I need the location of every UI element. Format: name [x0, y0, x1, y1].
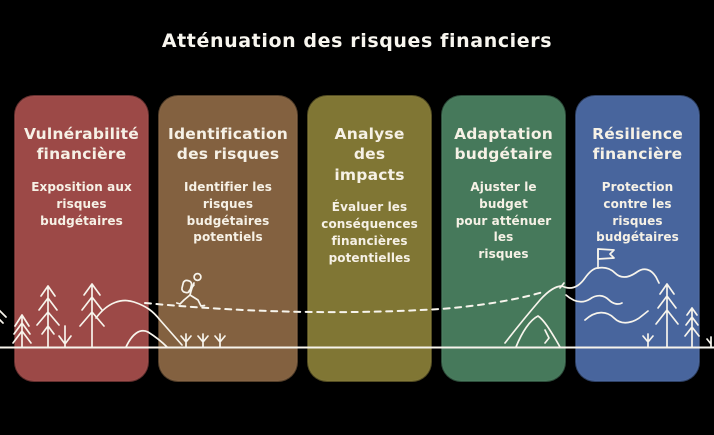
- stage-cards-row: Vulnérabilité financière Exposition aux …: [14, 95, 700, 382]
- card-description: Protection contre les risques budgétaire…: [596, 179, 679, 245]
- card-identification-des-risques: Identification des risques Identifier le…: [158, 95, 299, 382]
- card-title: Identification des risques: [168, 125, 289, 164]
- card-title: Analyse des impacts: [334, 125, 405, 184]
- card-analyse-des-impacts: Analyse des impacts Évaluer les conséque…: [307, 95, 433, 382]
- card-description: Exposition aux risques budgétaires: [31, 179, 132, 228]
- card-title: Adaptation budgétaire: [454, 125, 553, 164]
- card-vulnerabilite-financiere: Vulnérabilité financière Exposition aux …: [14, 95, 149, 382]
- card-title: Résilience financière: [592, 125, 683, 164]
- card-title: Vulnérabilité financière: [24, 125, 139, 164]
- card-description: Ajuster le budget pour atténuer les risq…: [455, 179, 552, 262]
- card-description: Évaluer les conséquences financières pot…: [321, 200, 418, 265]
- page-title: Atténuation des risques financiers: [161, 30, 553, 52]
- sprout-icon: [706, 336, 712, 348]
- card-description: Identifier les risques budgétaires poten…: [184, 179, 272, 245]
- card-resilience-financiere: Résilience financière Protection contre …: [575, 95, 700, 382]
- left-edge-branch-icon: [0, 309, 7, 324]
- card-adaptation-budgetaire: Adaptation budgétaire Ajuster le budget …: [441, 95, 567, 382]
